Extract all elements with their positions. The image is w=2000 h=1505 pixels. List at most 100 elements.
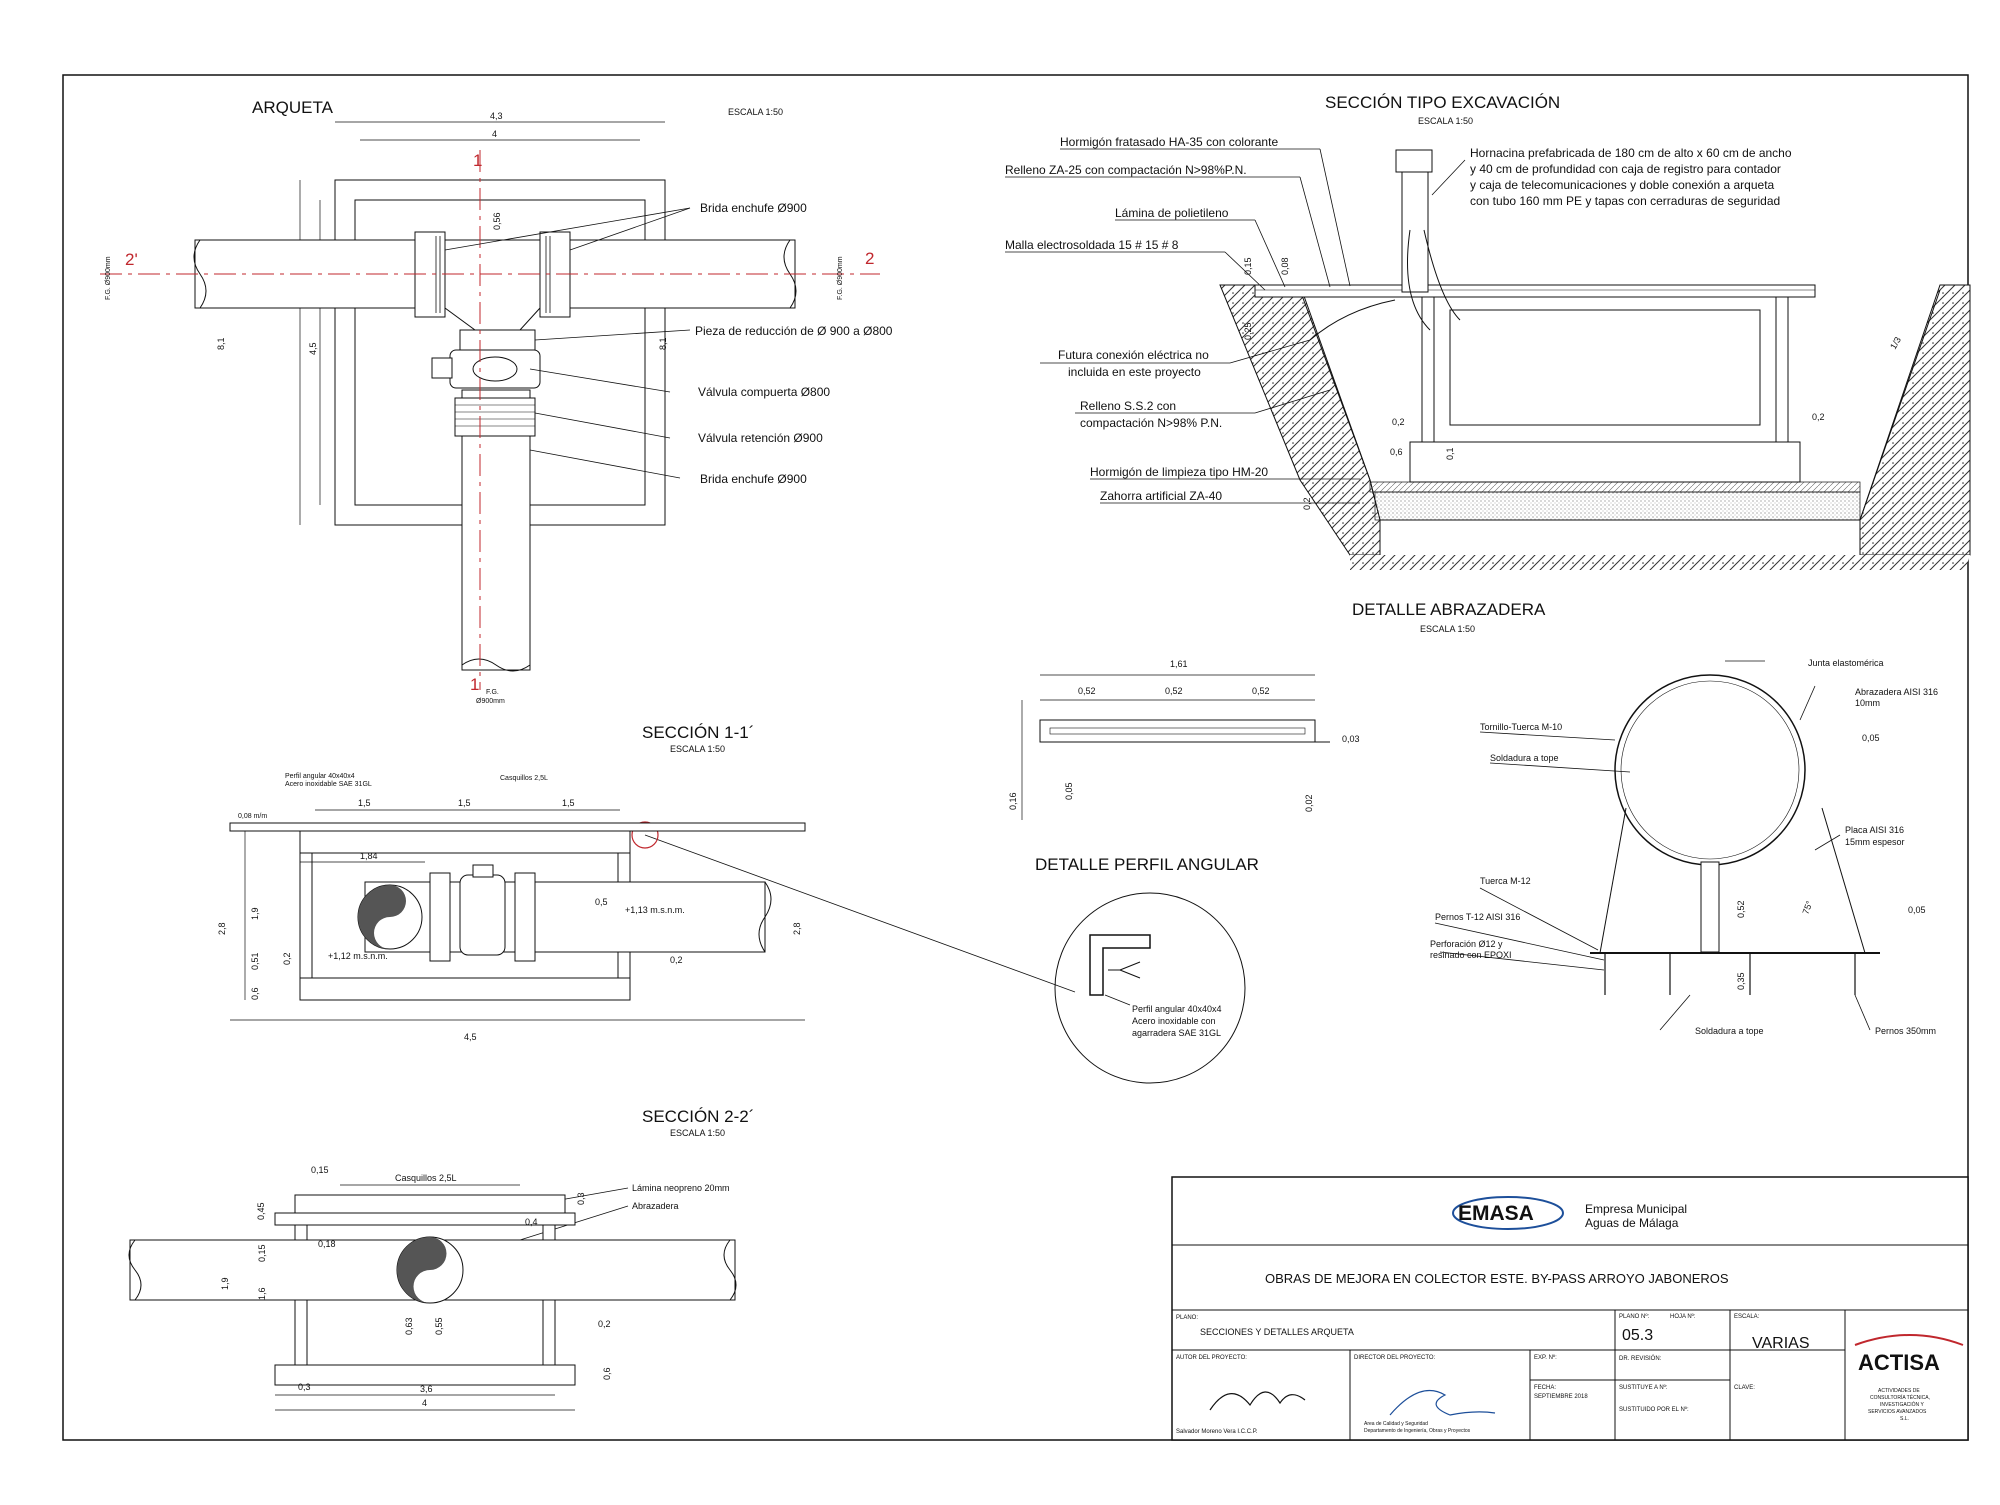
dim-0-52-c: 0,52 [1252,686,1270,696]
arqueta-title: ARQUETA [252,98,334,117]
label-futura-conexion-2: incluida en este proyecto [1068,365,1201,379]
dim-0-6: 0,6 [1390,447,1403,457]
s11-dim-4-5: 4,5 [464,1032,477,1042]
hornacina-line-4: con tubo 160 mm PE y tapas con cerradura… [1470,194,1780,208]
dim-8-1-left: 8,1 [216,337,226,350]
section-mark-2-left: 2' [125,250,138,269]
label-hormigon-fratasado: Hormigón fratasado HA-35 con colorante [1060,135,1278,149]
s22-casquillos: Casquillos 2,5L [395,1173,457,1183]
s11-dim-0-51: 0,51 [250,952,260,970]
dim-0-56: 0,56 [492,212,502,230]
s11-dim-2-8-left: 2,8 [217,922,227,935]
abrazadera-title: DETALLE ABRAZADERA [1352,600,1546,619]
label-relleno-za25: Relleno ZA-25 con compactación N>98%P.N. [1005,163,1247,177]
director-label: DIRECTOR DEL PROYECTO: [1354,1355,1436,1361]
dim-0-1: 0,1 [1445,447,1455,460]
director-name-a: Area de Calidad y Seguridad [1364,1421,1428,1427]
perfil-text-3: agarradera SAE 31GL [1132,1028,1221,1038]
actisa-sub-3: INVESTIGACIÓN Y [1880,1401,1924,1408]
label-pernos-t12: Pernos T-12 AISI 316 [1435,912,1520,922]
detalle-perfil-angular: DETALLE PERFIL ANGULAR Perfil angular 40… [631,821,1259,1084]
label-abrazadera-a: Abrazadera AISI 316 [1855,687,1938,697]
pipe-label-bottom-a: F.G. [486,689,499,696]
seccion22-title: SECCIÓN 2-2´ [642,1107,754,1126]
label-lamina-polietileno: Lámina de polietileno [1115,206,1229,220]
dim-0-2-c: 0,2 [1302,497,1312,510]
dim-1-61: 1,61 [1170,659,1188,669]
plano-number: 05.3 [1622,1327,1653,1344]
pipe-label-left: F.G. Ø900mm [105,256,112,300]
s11-dim-1-5-a: 1,5 [358,798,371,808]
seccion-1-1: SECCIÓN 1-1´ ESCALA 1:50 Perfil angular … [217,723,806,1042]
callout-brida-2: Brida enchufe Ø900 [700,472,807,486]
company-line-1: Empresa Municipal [1585,1202,1687,1216]
dim-8-1-right: 8,1 [658,337,668,350]
dim-0-52-b: 0,52 [1165,686,1183,696]
s22-dim-0-45: 0,45 [256,1202,266,1220]
director-name-b: Departamento de Ingeniería, Obras y Proy… [1364,1428,1471,1434]
s11-dim-0-2-b: 0,2 [670,955,683,965]
arqueta-plan: ARQUETA ESCALA 1:50 4,3 4 8,1 4,5 8,1 0,… [100,98,893,705]
s11-level-2: +1,12 m.s.n.m. [328,951,388,961]
director-signature [1389,1389,1496,1416]
sustituido-label: SUSTITUIDO POR EL Nº: [1619,1406,1689,1413]
label-relleno-ss2-1: Relleno S.S.2 con [1080,399,1176,413]
dim-0-02: 0,02 [1304,794,1314,812]
s11-level-1: +1,13 m.s.n.m. [625,905,685,915]
s11-dim-0-2-a: 0,2 [282,952,292,965]
s22-dim-0-63: 0,63 [404,1317,414,1335]
section-mark-2-right: 2 [865,249,874,268]
s22-dim-0-3-b: 0,3 [298,1382,311,1392]
angle-75: 75° [1800,899,1814,916]
label-futura-conexion-1: Futura conexión eléctrica no [1058,348,1209,362]
autor-label: AUTOR DEL PROYECTO: [1176,1355,1247,1361]
label-zahorra: Zahorra artificial ZA-40 [1100,489,1222,503]
label-placa-a: Placa AISI 316 [1845,825,1904,835]
emasa-logo: EMASA [1458,1202,1534,1225]
fecha-value: SEPTIEMBRE 2018 [1534,1394,1588,1400]
section-mark-1-bottom: 1 [470,675,479,694]
title-block: EMASA Empresa Municipal Aguas de Málaga … [1171,1176,1969,1441]
autor-name: Salvador Moreno Vera I.C.C.P. [1176,1429,1258,1435]
dim-0-03: 0,03 [1342,734,1360,744]
plano-value: SECCIONES Y DETALLES ARQUETA [1200,1327,1354,1337]
autor-signature [1209,1391,1306,1411]
fecha-label: FECHA: [1534,1385,1556,1391]
dim-0-08: 0,08 [1280,257,1290,275]
sustituye-label: SUSTITUYE A Nº: [1619,1384,1668,1391]
actisa-sub-4: SERVICIOS AVANZADOS [1868,1409,1927,1415]
label-perforacion-a: Perforación Ø12 y [1430,939,1503,949]
label-soldadura-2: Soldadura a tope [1695,1026,1764,1036]
dim-0-2-a: 0,2 [1392,417,1405,427]
hornacina-line-1: Hornacina prefabricada de 180 cm de alto… [1470,146,1792,160]
label-perforacion-b: resinado con EPOXI [1430,950,1512,960]
label-relleno-ss2-2: compactación N>98% P.N. [1080,416,1222,430]
s22-abrazadera: Abrazadera [632,1201,679,1211]
label-soldadura-1: Soldadura a tope [1490,753,1559,763]
dim-0-52-a: 0,52 [1078,686,1096,696]
s11-dim-0-6: 0,6 [250,987,260,1000]
seccion11-scale: ESCALA 1:50 [670,744,725,754]
s22-dim-0-18: 0,18 [318,1239,336,1249]
dr-revision-label: DR. REVISIÓN: [1619,1355,1662,1362]
label-junta: Junta elastomérica [1808,658,1884,668]
dim-0-25: 0,25 [1243,322,1253,340]
label-tuerca: Tuerca M-12 [1480,876,1531,886]
sheet-border [62,74,1969,1441]
s22-dim-4: 4 [422,1398,427,1408]
callout-valvula-compuerta: Válvula compuerta Ø800 [698,385,830,399]
dim-0-05-b: 0,05 [1862,733,1880,743]
escala-label: ESCALA: [1734,1314,1760,1320]
s22-dim-0-15-b: 0,15 [257,1244,267,1262]
s11-dim-1-84: 1,84 [360,851,378,861]
dim-4-3: 4,3 [490,111,503,121]
plano-label: PLANO: [1176,1315,1198,1321]
dim-4: 4 [492,129,497,139]
hoja-label: HOJA Nº: [1670,1313,1696,1320]
actisa-sub-2: CONSULTORÍA TÉCNICA, [1870,1394,1930,1401]
label-abrazadera-b: 10mm [1855,698,1880,708]
dim-0-16: 0,16 [1008,792,1018,810]
pipe-label-bottom-b: Ø900mm [476,698,505,705]
dim-0-15: 0,15 [1243,257,1253,275]
